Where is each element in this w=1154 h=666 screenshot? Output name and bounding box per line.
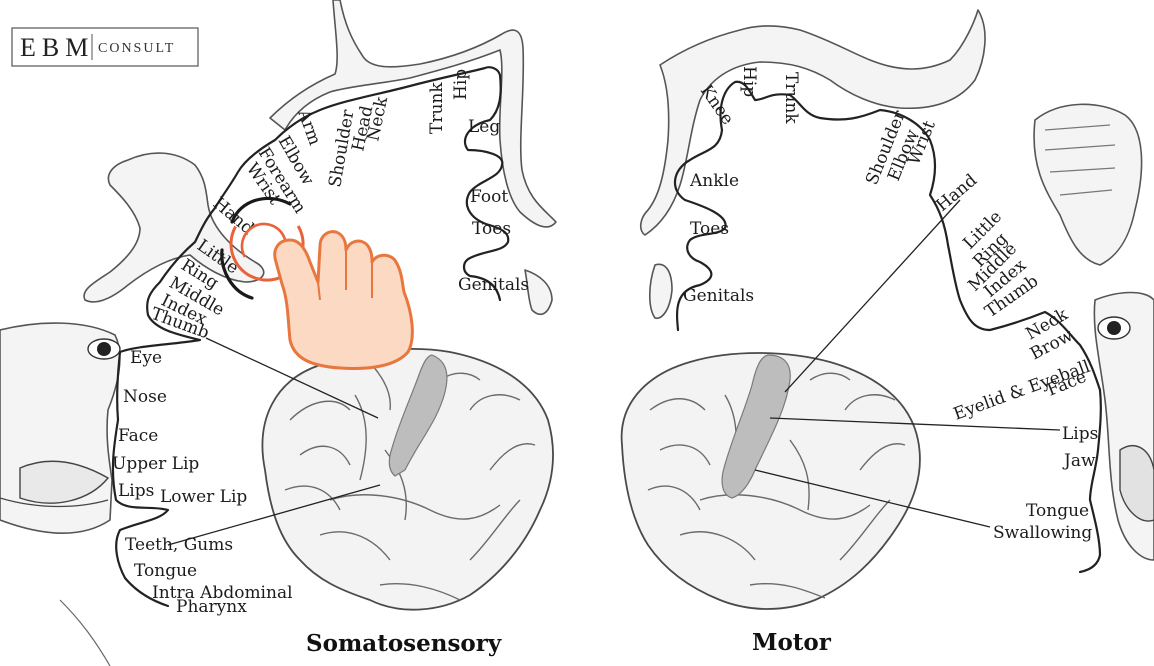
leader-lines [167, 199, 1061, 546]
label-toes-motor: Toes [690, 219, 729, 239]
label-genitals-sensory: Genitals [458, 275, 529, 295]
label-hip-sensory: Hip [451, 69, 471, 100]
label-toes-sensory: Toes [472, 219, 511, 239]
logo-main-text: EBM [20, 33, 94, 62]
label-pharynx-sensory: Pharynx [176, 597, 247, 617]
label-leg-sensory: Leg [468, 117, 500, 137]
logo-sub-text: CONSULT [98, 41, 175, 56]
label-hip-motor: Hip [739, 66, 759, 97]
label-lips-motor: Lips [1062, 424, 1098, 444]
label-nose-sensory: Nose [123, 387, 167, 407]
somatosensory-homunculus-sketch [0, 0, 557, 666]
label-jaw-motor: Jaw [1062, 451, 1096, 471]
label-trunk-sensory: Trunk [427, 82, 447, 134]
label-upper-lip-sensory: Upper Lip [112, 454, 199, 474]
somatosensory-cortex-strip [388, 354, 448, 477]
motor-brain [620, 352, 921, 610]
motor-cortex-strip [721, 354, 791, 499]
label-tongue-motor: Tongue [1026, 501, 1089, 521]
ebm-consult-logo: EBM CONSULT [11, 27, 199, 67]
motor-homunculus-sketch [639, 9, 1154, 561]
label-face-sensory: Face [118, 426, 158, 446]
tap-hand-icon[interactable] [218, 195, 414, 370]
label-teeth-gums-sensory: Teeth, Gums [125, 535, 233, 555]
label-arm-sensory: Arm [293, 106, 325, 148]
title-somatosensory: Somatosensory [306, 630, 502, 657]
label-intra-abdominal-sensory: Intra Abdominal [152, 583, 293, 603]
label-swallowing-motor: Swallowing [993, 523, 1092, 543]
label-knee-motor: Knee [696, 81, 737, 128]
label-trunk-motor: Trunk [781, 72, 801, 124]
motor-map-outline [674, 80, 1102, 574]
label-genitals-motor: Genitals [683, 286, 754, 306]
label-lower-lip-sensory: Lower Lip [160, 487, 247, 507]
somatosensory-brain [261, 348, 554, 611]
label-ankle-motor: Ankle [689, 171, 739, 191]
label-hand-motor: Hand [932, 170, 981, 215]
label-tongue-sensory: Tongue [134, 561, 197, 581]
somatosensory-map-outline [111, 66, 510, 608]
title-motor: Motor [752, 629, 832, 656]
label-eye-sensory: Eye [130, 348, 162, 368]
label-lips-sensory: Lips [118, 481, 154, 501]
label-foot-sensory: Foot [470, 187, 508, 207]
